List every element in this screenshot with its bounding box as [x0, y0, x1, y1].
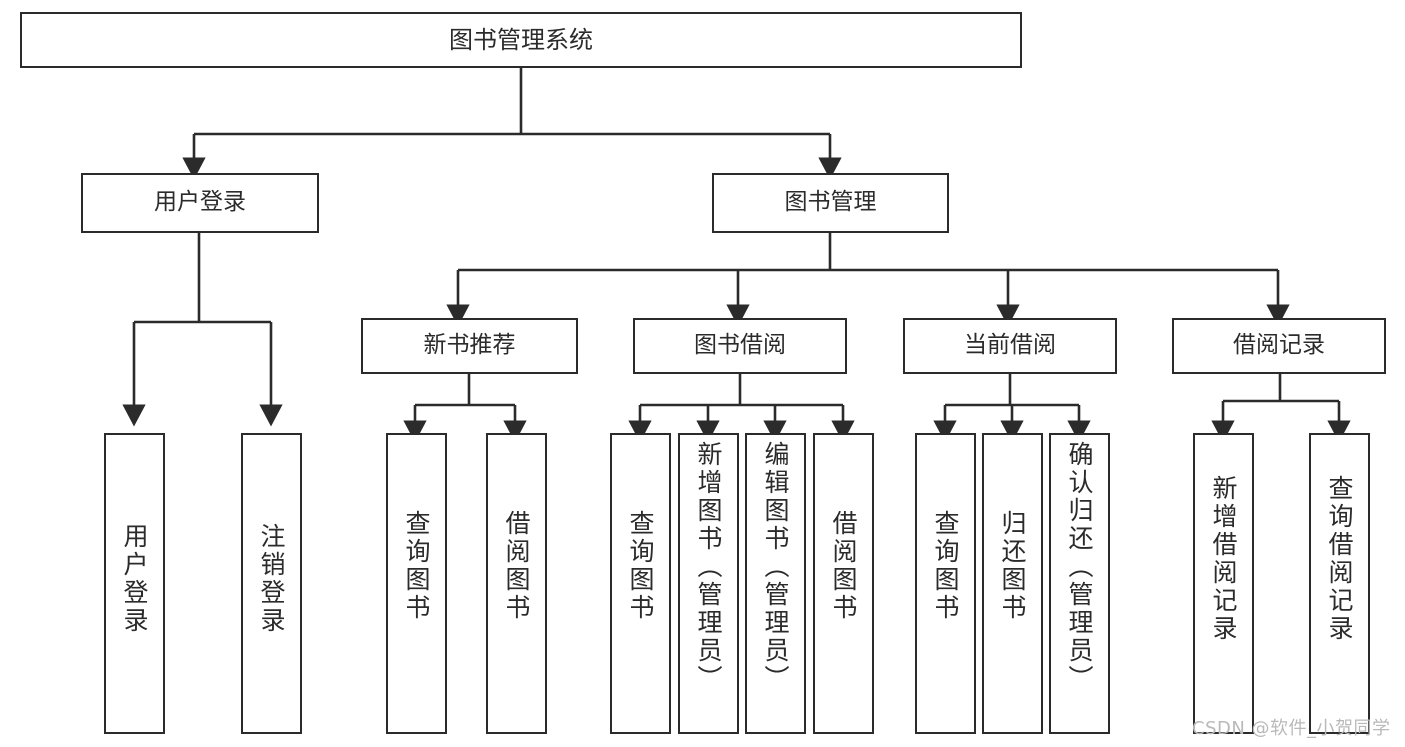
- node-label: 查询借阅记录: [1325, 475, 1354, 643]
- node-label: 查询图书: [402, 510, 431, 622]
- leaf-return-book[interactable]: 归还图书: [982, 433, 1043, 734]
- node-label: 用户登录: [120, 523, 149, 635]
- leaf-add-book[interactable]: 新增图书（管理员）: [678, 433, 739, 734]
- node-label: 用户登录: [154, 189, 246, 216]
- leaf-user-login[interactable]: 用户登录: [104, 433, 165, 734]
- node-label: 新增借阅记录: [1209, 475, 1238, 643]
- leaf-query-book-recommend[interactable]: 查询图书: [386, 433, 447, 734]
- node-label: 当前借阅: [964, 332, 1056, 359]
- node-label: 图书管理: [784, 189, 877, 216]
- node-root-book-management-system[interactable]: 图书管理系统: [20, 12, 1022, 68]
- leaf-query-borrow-record[interactable]: 查询借阅记录: [1309, 433, 1370, 734]
- leaf-confirm-return[interactable]: 确认归还（管理员）: [1049, 433, 1110, 734]
- node-label: 归还图书: [998, 510, 1027, 622]
- node-label: 图书借阅: [694, 332, 786, 359]
- node-new-book-recommend[interactable]: 新书推荐: [361, 318, 578, 374]
- watermark-text: CSDN @软件_小贺同学: [1192, 718, 1391, 739]
- node-label: 新增图书（管理员）: [694, 441, 723, 693]
- leaf-user-logout[interactable]: 注销登录: [241, 433, 302, 734]
- node-user-login[interactable]: 用户登录: [81, 173, 319, 233]
- node-label: 编辑图书（管理员）: [761, 441, 790, 693]
- node-borrow-record[interactable]: 借阅记录: [1172, 318, 1386, 374]
- leaf-add-borrow-record[interactable]: 新增借阅记录: [1193, 433, 1254, 734]
- leaf-borrow-book-recommend[interactable]: 借阅图书: [486, 433, 547, 734]
- leaf-borrow-book[interactable]: 借阅图书: [813, 433, 874, 734]
- node-label: 图书管理系统: [449, 25, 593, 54]
- node-label: 注销登录: [257, 523, 286, 635]
- node-label: 确认归还（管理员）: [1065, 441, 1094, 693]
- leaf-query-book-current[interactable]: 查询图书: [915, 433, 976, 734]
- node-label: 查询图书: [626, 510, 655, 622]
- node-label: 新书推荐: [423, 332, 516, 359]
- node-current-borrow[interactable]: 当前借阅: [903, 318, 1117, 374]
- node-book-manage[interactable]: 图书管理: [712, 173, 949, 233]
- node-label: 借阅记录: [1233, 332, 1325, 359]
- node-label: 查询图书: [931, 510, 960, 622]
- node-label: 借阅图书: [829, 510, 858, 622]
- node-book-borrow[interactable]: 图书借阅: [633, 318, 847, 374]
- leaf-query-book-borrow[interactable]: 查询图书: [610, 433, 671, 734]
- leaf-edit-book[interactable]: 编辑图书（管理员）: [745, 433, 806, 734]
- node-label: 借阅图书: [502, 510, 531, 622]
